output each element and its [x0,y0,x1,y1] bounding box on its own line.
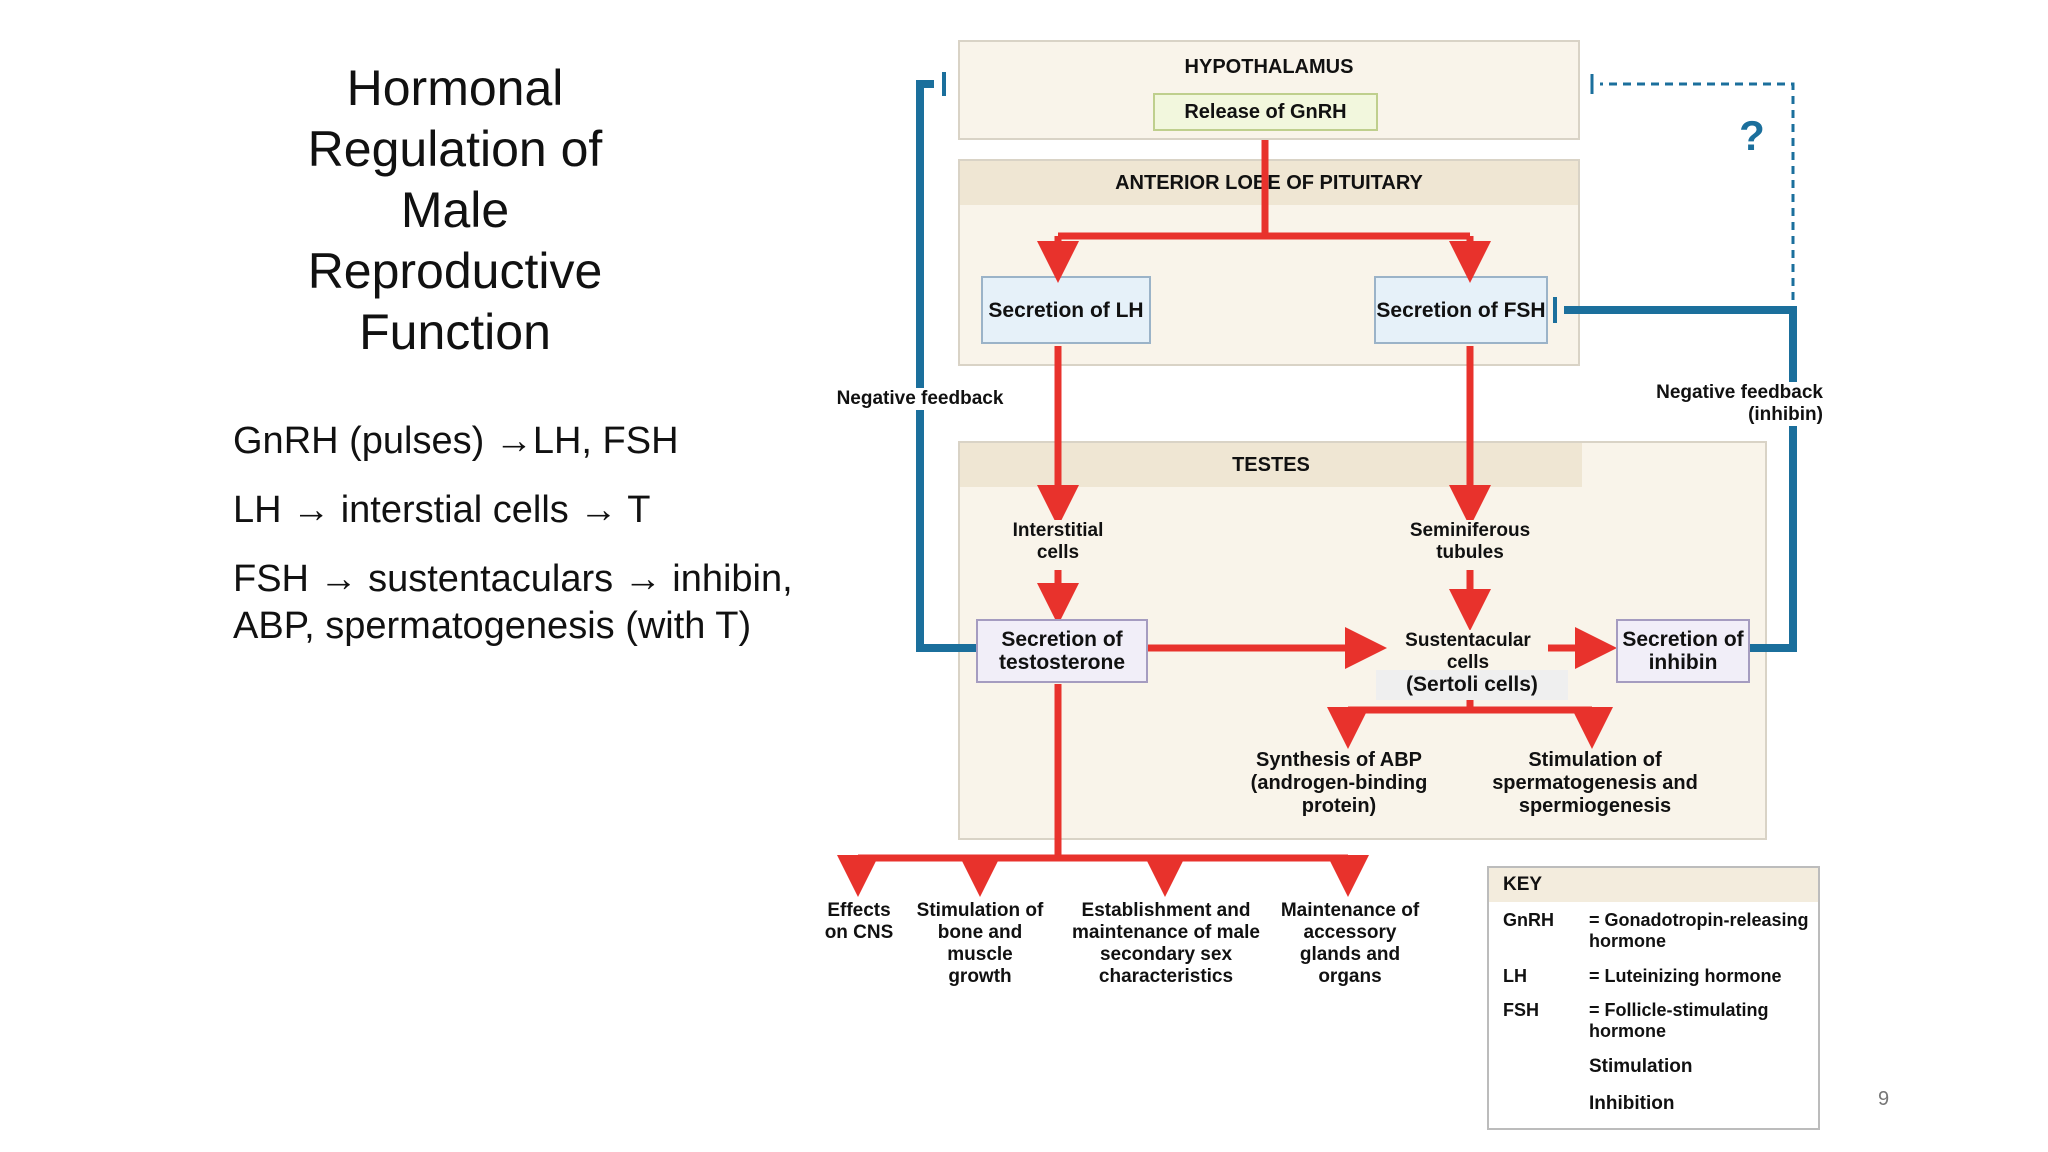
diagram-key: KEY GnRH = Gonadotropin-releasing hormon… [1487,866,1820,1130]
key-definition: = Luteinizing hormone [1589,966,1782,986]
seminiferous-tubules-label: Seminiferous tubules [1386,520,1554,564]
title-line: Reproductive [307,243,603,299]
secretion-lh-box: Secretion of LH [981,276,1151,344]
testosterone-negative-feedback [916,80,976,652]
effect-bone-muscle-label: Stimulation of bone and muscle growth [916,900,1044,987]
key-definition: = Follicle-stimulating hormone [1589,1000,1769,1041]
key-row-fsh: FSH = Follicle-stimulating hormone [1489,1000,1822,1044]
title-line: Regulation of [307,121,603,177]
key-row-lh: LH = Luteinizing hormone [1489,966,1822,988]
effect-accessory-glands-label: Maintenance of accessory glands and orga… [1280,900,1420,987]
uncertain-feedback [1600,82,1795,300]
key-abbr: GnRH [1503,910,1554,930]
title-line: Function [359,304,551,360]
key-definition: = Gonadotropin-releasing hormone [1589,910,1809,951]
bullet-gnrh: GnRH (pulses) →LH, FSH [233,420,679,462]
release-gnrh-box: Release of GnRH [1153,93,1378,131]
slide-title: Hormonal Regulation of Male Reproductive… [230,58,680,363]
key-abbr: FSH [1503,1000,1539,1020]
title-line: Male [400,182,510,238]
bullet-lh: LH → interstial cells → T [233,489,651,531]
secretion-fsh-box: Secretion of FSH [1374,276,1548,344]
title-line: Hormonal [346,60,564,116]
negative-feedback-left-label: Negative feedback [820,388,1020,410]
page-number: 9 [1878,1088,1890,1110]
secretion-inhibin-box: Secretion of inhibin [1616,619,1750,683]
negative-feedback-right-label: Negative feedback (inhibin) [1608,382,1823,426]
effect-cns-label: Effects on CNS [824,900,894,943]
key-row-gnrh: GnRH = Gonadotropin-releasing hormone [1489,910,1822,954]
question-mark: ? [1739,112,1765,159]
inhibin-negative-feedback [1564,306,1797,652]
key-stimulation-label: Stimulation [1589,1056,1693,1077]
testes-heading: TESTES [960,443,1582,487]
interstitial-cells-label: Interstitial cells [996,520,1120,564]
bullet-fsh: FSH → sustentaculars → inhibin, ABP, spe… [233,558,793,647]
sertoli-cells-label: (Sertoli cells) [1376,670,1568,700]
sustentacular-cells-label: Sustentacular cells [1388,630,1548,674]
key-inhibition-label: Inhibition [1589,1093,1675,1114]
bullet-list: GnRH (pulses) →LH, FSH LH → interstial c… [233,418,853,672]
key-heading: KEY [1489,868,1818,902]
abp-synthesis-label: Synthesis of ABP (androgen-binding prote… [1250,749,1428,817]
hypothalamus-heading: HYPOTHALAMUS [1184,56,1354,78]
spermatogenesis-label: Stimulation of spermatogenesis and sperm… [1492,749,1698,817]
secretion-testosterone-box: Secretion of testosterone [976,619,1148,683]
key-abbr: LH [1503,966,1527,986]
effect-sex-characteristics-label: Establishment and maintenance of male se… [1072,900,1260,987]
pituitary-heading: ANTERIOR LOBE OF PITUITARY [960,161,1578,205]
